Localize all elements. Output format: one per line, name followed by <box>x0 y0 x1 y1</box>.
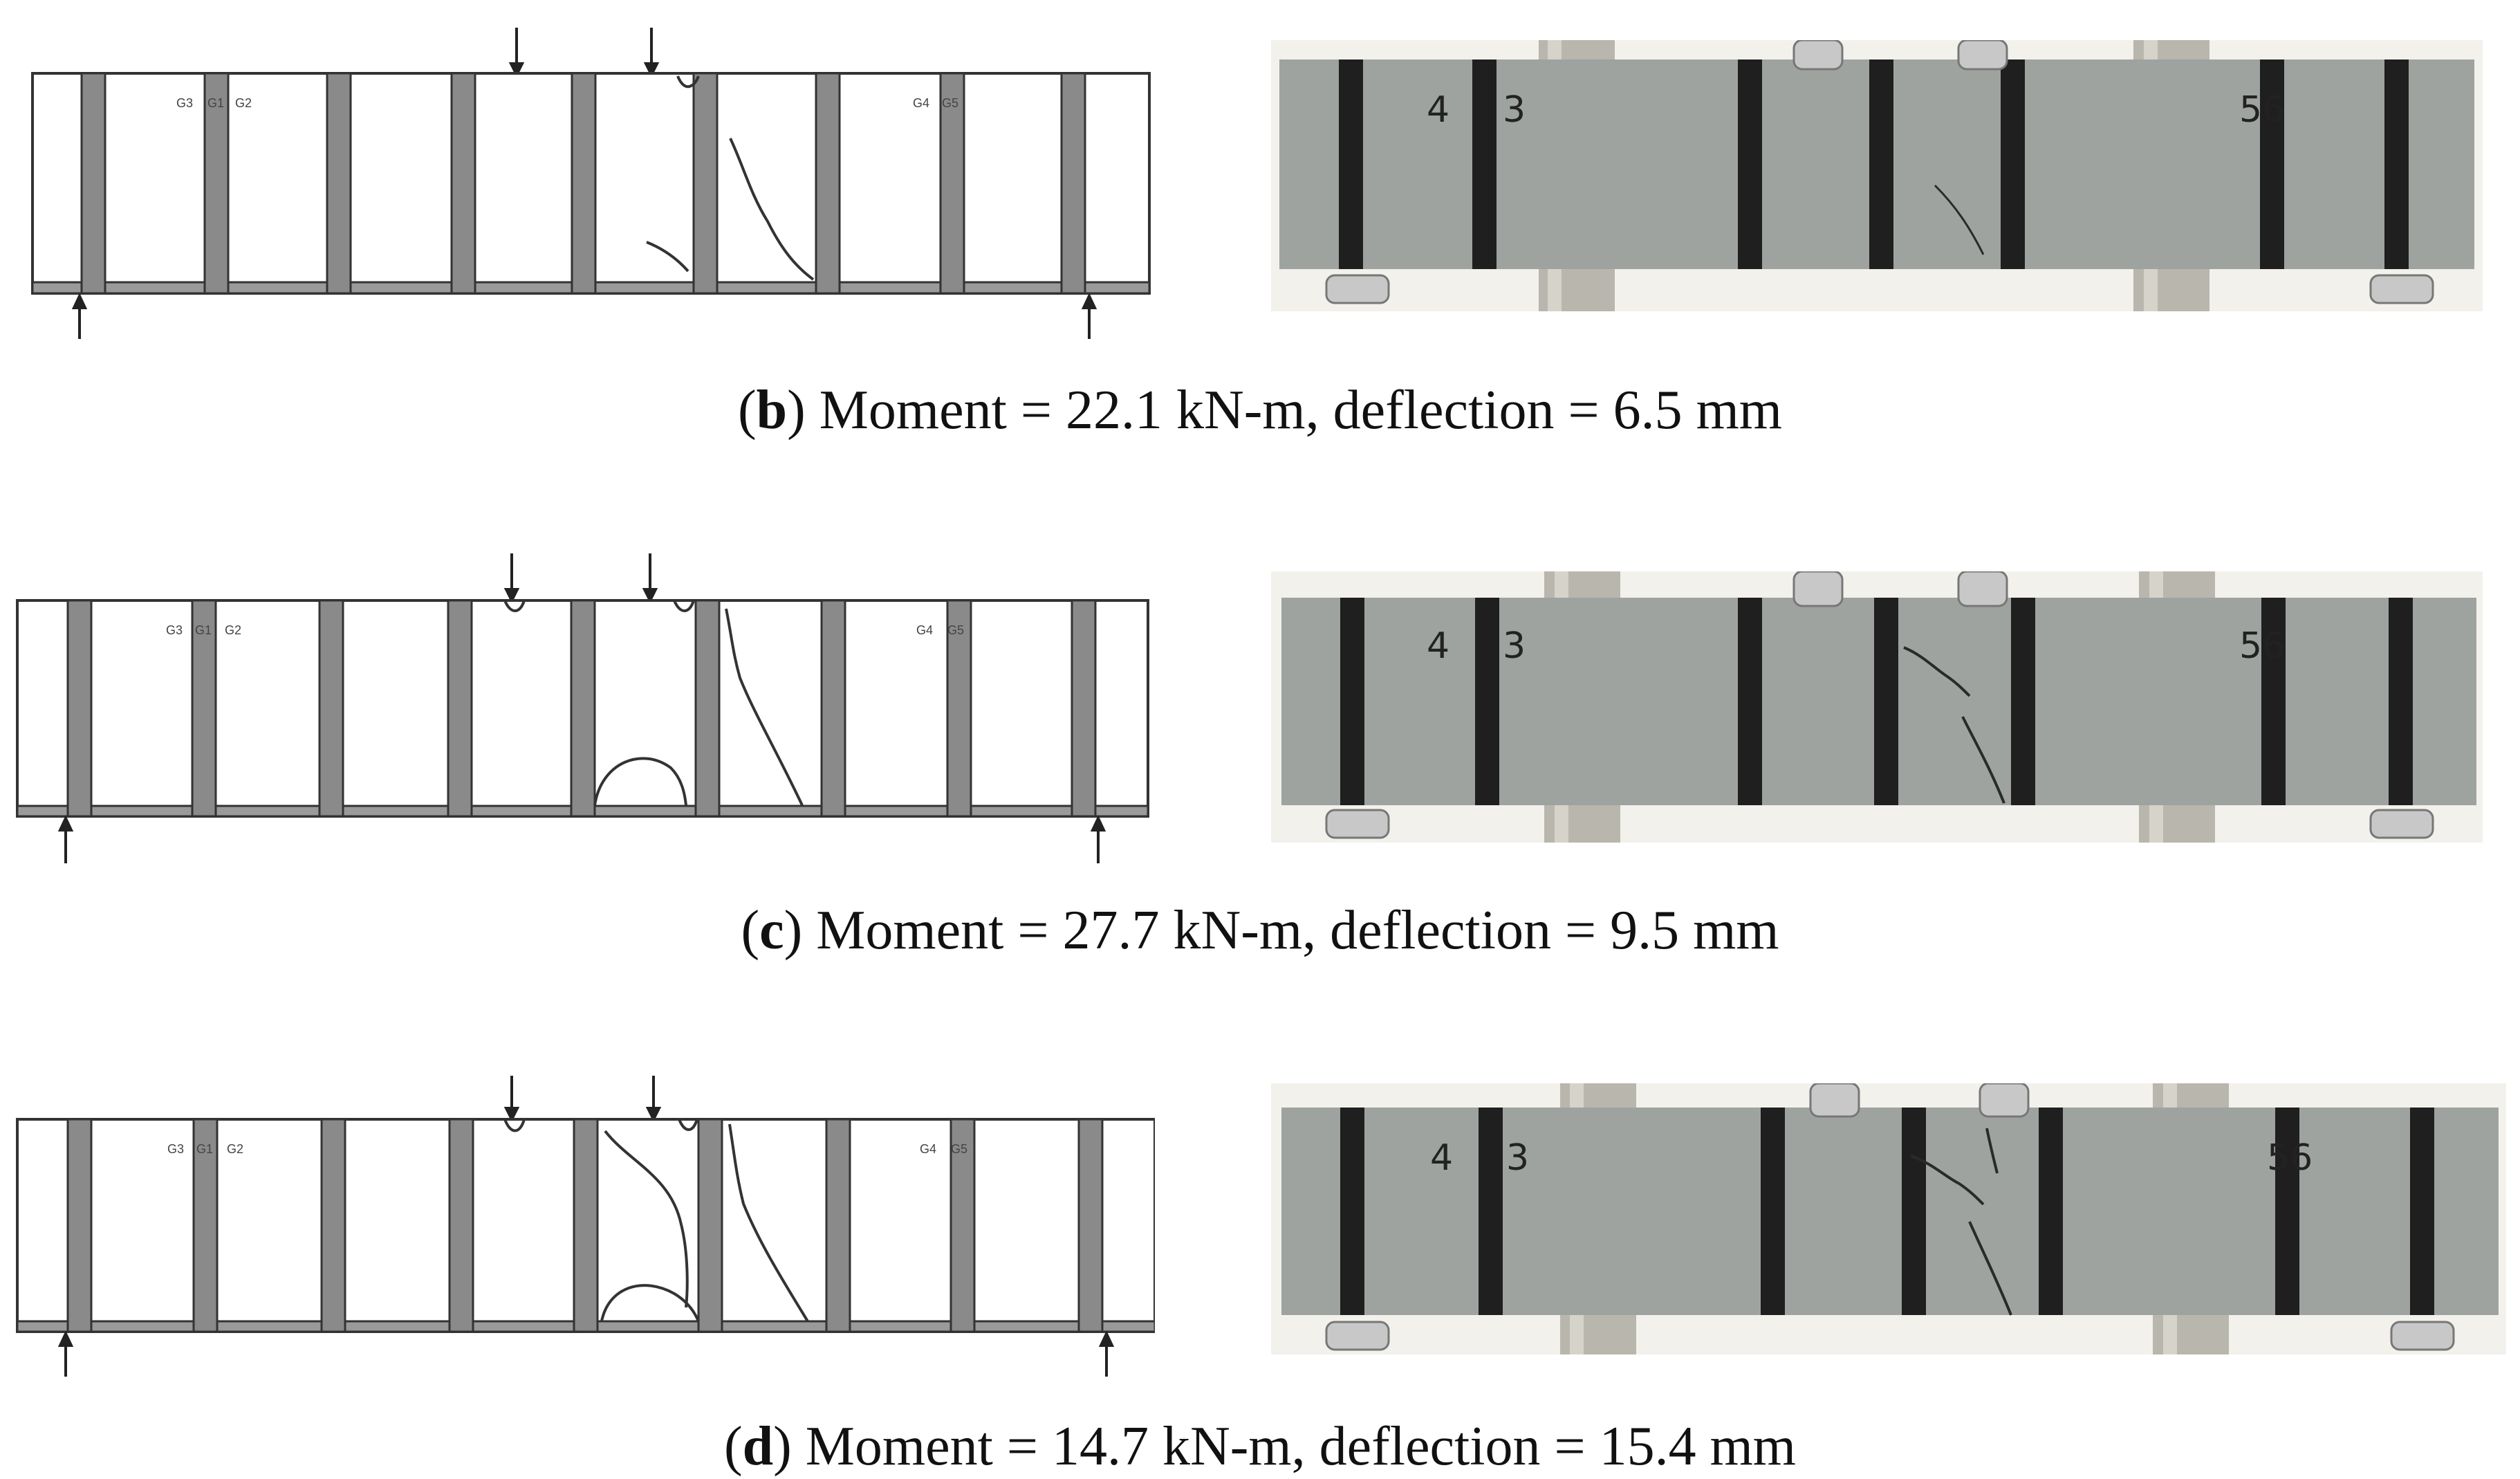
carbon-straps <box>1340 1108 2434 1315</box>
load-arrows <box>503 553 658 604</box>
load-arrows <box>503 1076 662 1123</box>
test-photo-c: 4 3 56 <box>1271 571 2483 843</box>
loading-rollers <box>1325 571 2434 839</box>
gauge-label-g2: G2 <box>227 1142 243 1156</box>
carbon-straps <box>1339 59 2409 269</box>
beam-crack-sketch-b: G3 G1 G2 G4 G5 <box>31 28 1151 339</box>
gauge-label-g1: G1 <box>196 1142 213 1156</box>
loading-rollers <box>1325 1083 2455 1351</box>
photo-mark-left: 4 <box>1430 1137 1453 1179</box>
photo-mark-right: 56 <box>2267 1137 2313 1179</box>
load-arrows <box>508 28 660 78</box>
gauge-label-g4: G4 <box>913 96 929 110</box>
beam-crack-sketch-c: G3 G1 G2 G4 G5 <box>16 553 1149 863</box>
gauge-label-g3: G3 <box>176 96 193 110</box>
frp-straps <box>80 72 1086 295</box>
crack-lines <box>503 1119 809 1323</box>
crack-lines <box>646 75 815 281</box>
support-arrows <box>57 815 1106 863</box>
gauge-label-g4: G4 <box>920 1142 936 1156</box>
panel-caption-c: (c) Moment = 27.7 kN-m, deflection = 9.5… <box>741 900 1779 961</box>
panel-letter: d <box>742 1416 774 1477</box>
crack-lines <box>503 600 804 806</box>
photo-mark-left2: 3 <box>1503 625 1526 667</box>
support-arrows <box>57 1330 1115 1377</box>
panel-letter: c <box>759 900 784 961</box>
frp-straps <box>66 599 1097 818</box>
gauge-label-g3: G3 <box>166 623 183 637</box>
photo-cracks <box>1903 646 2005 804</box>
gauge-label-g1: G1 <box>207 96 224 110</box>
photo-mark-right: 56 <box>2239 625 2285 667</box>
beam-crack-sketch-d: G3 G1 G2 G4 G5 <box>16 1076 1155 1377</box>
photo-cracks <box>1934 184 1985 255</box>
gauge-label-g3: G3 <box>167 1142 184 1156</box>
concrete-beam <box>1281 1108 2499 1315</box>
photo-mark-right: 56 <box>2239 89 2285 131</box>
support-arrows <box>71 293 1097 339</box>
photo-mark-left2: 3 <box>1503 89 1526 131</box>
gauge-label-g5: G5 <box>942 96 958 110</box>
figure-panel-b: G3 G1 G2 G4 G5 <box>0 0 2520 484</box>
gauge-label-g5: G5 <box>951 1142 967 1156</box>
caption-text: Moment = 22.1 kN-m, deflection = 6.5 mm <box>819 380 1783 441</box>
test-photo-b: 4 3 56 <box>1271 40 2483 311</box>
panel-caption-d: (d) Moment = 14.7 kN-m, deflection = 15.… <box>723 1416 1797 1477</box>
frp-straps <box>66 1118 1104 1333</box>
carbon-straps <box>1340 598 2413 805</box>
test-photo-d: 4 3 56 <box>1271 1083 2506 1354</box>
panel-caption-b: (b) Moment = 22.1 kN-m, deflection = 6.5… <box>737 380 1783 441</box>
figure-panel-d: G3 G1 G2 G4 G5 <box>0 1045 2520 1479</box>
gauge-label-g5: G5 <box>947 623 964 637</box>
gauge-label-g2: G2 <box>235 96 252 110</box>
gauge-label-g2: G2 <box>225 623 241 637</box>
figure-panel-c: G3 G1 G2 G4 G5 <box>0 519 2520 1003</box>
caption-text: Moment = 14.7 kN-m, deflection = 15.4 mm <box>805 1416 1797 1477</box>
caption-text: Moment = 27.7 kN-m, deflection = 9.5 mm <box>816 900 1779 961</box>
loading-rollers <box>1325 40 2434 304</box>
gauge-label-g4: G4 <box>916 623 933 637</box>
photo-mark-left2: 3 <box>1506 1137 1529 1179</box>
gauge-label-g1: G1 <box>195 623 212 637</box>
photo-mark-left: 4 <box>1427 625 1449 667</box>
photo-mark-left: 4 <box>1427 89 1449 131</box>
photo-cracks <box>1910 1128 2012 1316</box>
panel-letter: b <box>756 380 788 441</box>
